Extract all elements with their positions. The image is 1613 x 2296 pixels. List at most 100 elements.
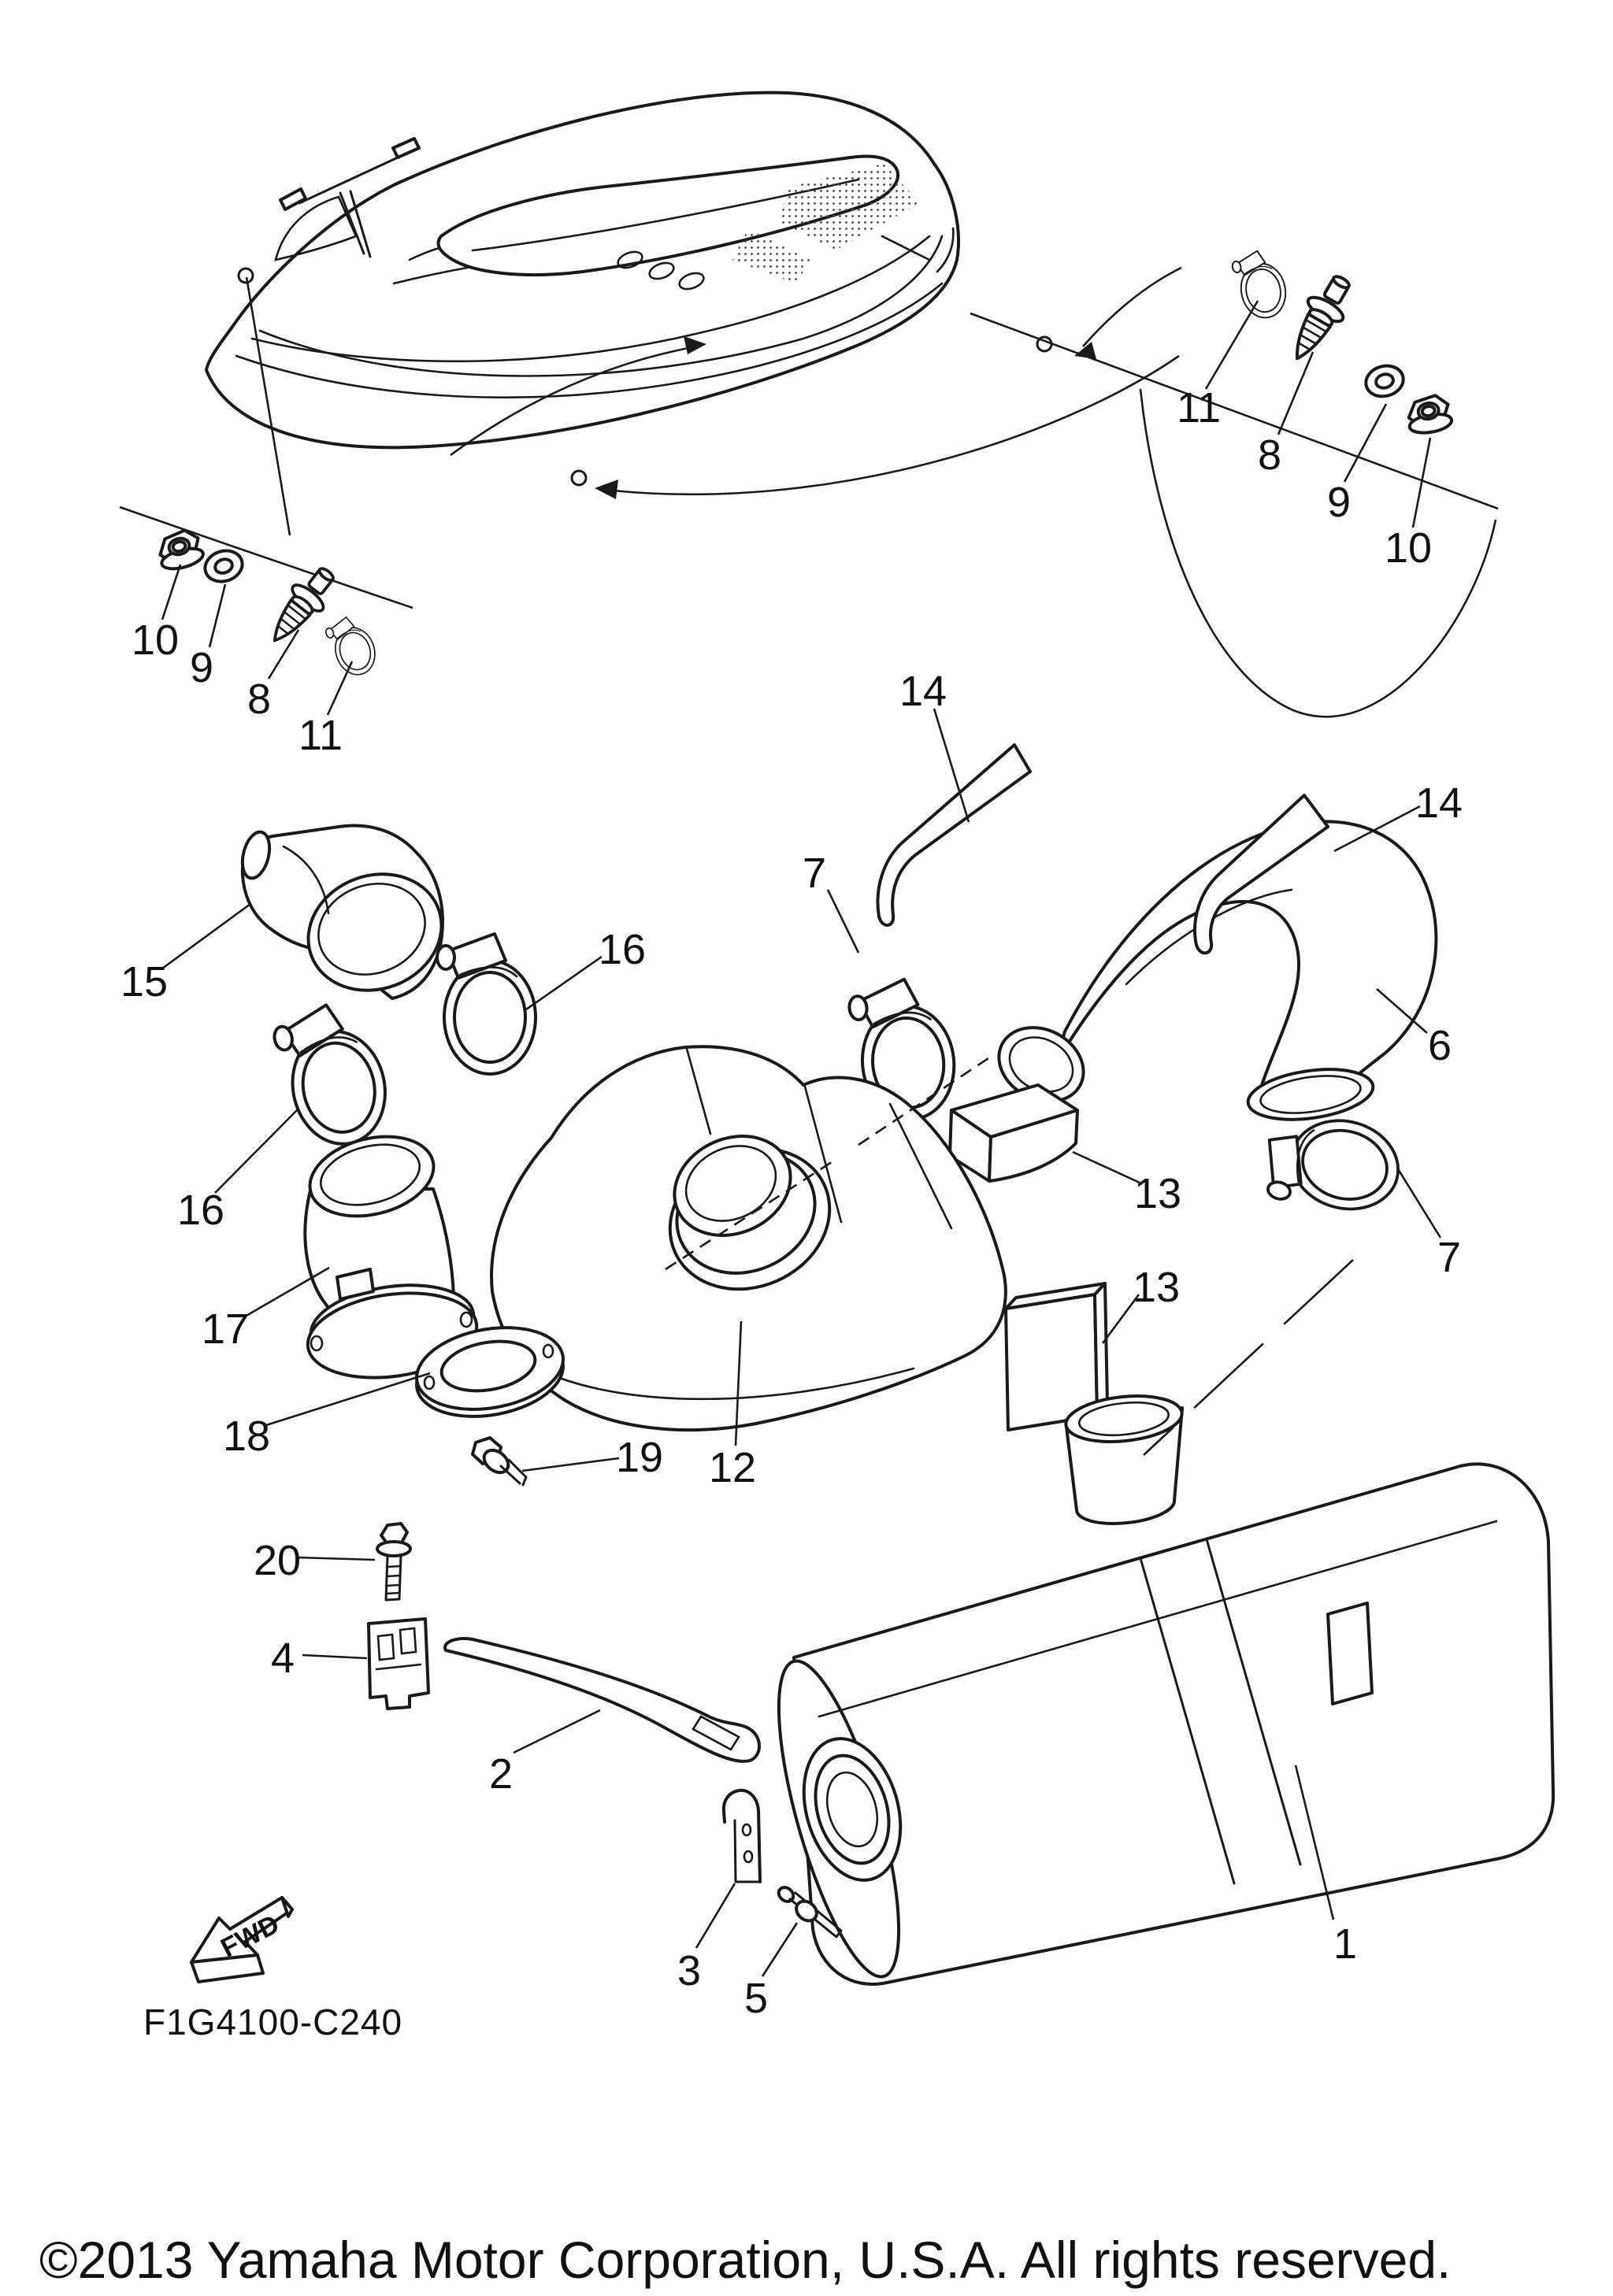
leader-line-14 <box>1333 805 1421 853</box>
callout-label-10: 10 <box>132 617 179 664</box>
hose-clamp-16-left <box>268 994 397 1156</box>
callout-label-7: 7 <box>1437 1234 1461 1281</box>
hook-bracket-3 <box>721 1788 762 1883</box>
callout-label-17: 17 <box>202 1305 249 1353</box>
seal-flap-14-left <box>876 743 1032 927</box>
muffler-strap-2 <box>443 1637 761 1763</box>
leader-line-12 <box>734 1320 743 1446</box>
callout-label-4: 4 <box>271 1635 295 1682</box>
clamp-11-left <box>322 611 382 682</box>
callout-label-14: 14 <box>1415 780 1463 827</box>
reference-arrows <box>119 266 1499 718</box>
leader-line-5 <box>761 1922 799 1977</box>
callout-label-8: 8 <box>1258 431 1281 479</box>
callout-label-11: 11 <box>1177 384 1221 431</box>
leader-line-16 <box>525 955 603 1011</box>
callout-label-7: 7 <box>803 850 826 897</box>
arrowhead-underhull-icon <box>595 480 618 499</box>
drain-fitting-8-right <box>1278 267 1363 370</box>
leader-line-8 <box>1277 351 1315 435</box>
callout-label-16: 16 <box>599 926 646 973</box>
bracket-curve-left-group <box>119 505 413 609</box>
clamp-11-right <box>1229 246 1292 324</box>
gasket-18 <box>415 1326 565 1418</box>
callout-label-18: 18 <box>223 1413 270 1460</box>
bolt-19 <box>471 1436 528 1487</box>
leader-line-15 <box>161 902 251 970</box>
curved-arrow-underhull <box>612 354 1180 496</box>
washer-9-left <box>199 544 248 588</box>
assembly-line-duct-to-port <box>1143 1259 1354 1456</box>
damper-bracket-4 <box>367 1617 430 1710</box>
leader-hull-to-right-group <box>970 312 1499 510</box>
leader-hull-to-left-group <box>245 276 291 536</box>
outlet-duct-6 <box>997 820 1438 1121</box>
callout-label-9: 9 <box>190 644 213 691</box>
pad-13-plate <box>1004 1282 1109 1431</box>
nut-10-right <box>1403 391 1455 438</box>
seal-flap-14-right <box>1193 794 1329 955</box>
leader-line-7 <box>1396 1167 1442 1239</box>
leader-line-2 <box>513 1709 601 1754</box>
leader-line-16 <box>214 1109 298 1194</box>
leader-line-7 <box>826 889 860 954</box>
callout-label-13: 13 <box>1134 1170 1181 1217</box>
arrowhead-left-icon <box>684 336 706 354</box>
jetski-overview <box>205 91 1053 487</box>
leader-line-8 <box>267 629 300 680</box>
hose-clamp-16-right <box>436 932 537 1076</box>
callout-label-14: 14 <box>899 668 947 715</box>
rivet-pin-5 <box>777 1886 843 1939</box>
leader-line-20 <box>296 1556 376 1561</box>
curved-arrow-left <box>450 345 698 457</box>
rubber-elbow-15 <box>240 824 444 1000</box>
leader-line-3 <box>695 1883 736 1949</box>
hull-screw-left <box>237 267 254 284</box>
leader-line-9 <box>208 583 227 648</box>
callout-label-15: 15 <box>121 958 168 1005</box>
callouts-layer: 1234567788991010111112131314141516161718… <box>121 300 1463 2022</box>
callout-label-6: 6 <box>1428 1022 1452 1069</box>
callout-label-13: 13 <box>1133 1264 1180 1311</box>
muffler-outlet <box>802 1737 903 1882</box>
leader-line-13 <box>1072 1150 1140 1184</box>
hull-vent <box>678 272 705 291</box>
left-fastener-group <box>153 525 382 682</box>
callout-label-12: 12 <box>709 1444 756 1491</box>
leader-line-17 <box>244 1266 330 1318</box>
muffler-cover-12 <box>490 1045 1007 1432</box>
leader-line-19 <box>521 1457 620 1472</box>
leader-line-14 <box>933 708 970 823</box>
muffler-1 <box>777 1394 1556 1986</box>
leader-line-10 <box>1411 437 1432 528</box>
callout-label-19: 19 <box>616 1434 663 1481</box>
copyright-line: ©2013 Yamaha Motor Corporation, U.S.A. A… <box>39 2231 1451 2289</box>
diagram-code: F1G4100-C240 <box>143 2002 402 2042</box>
callout-label-11: 11 <box>298 712 343 759</box>
callout-label-2: 2 <box>489 1750 513 1798</box>
hull-screw-bottom <box>570 469 588 487</box>
bracket-curve-right-group <box>1139 388 1497 718</box>
washer-9-right <box>1360 360 1409 402</box>
leader-line-6 <box>1376 988 1428 1034</box>
leader-line-4 <box>302 1653 368 1660</box>
hull-vent <box>648 261 675 280</box>
muffler-tab <box>1326 1602 1374 1705</box>
leader-line-13 <box>1101 1294 1140 1344</box>
callout-label-8: 8 <box>247 676 271 723</box>
callout-label-16: 16 <box>177 1187 224 1234</box>
leader-line-18 <box>265 1372 431 1427</box>
jetski-handlebar <box>274 137 421 261</box>
leader-line-11 <box>1204 300 1259 390</box>
callout-label-20: 20 <box>254 1537 301 1584</box>
callout-label-9: 9 <box>1327 479 1351 526</box>
curved-arrow-stern <box>1082 266 1182 347</box>
leader-line-10 <box>161 564 182 620</box>
seat-halftone <box>780 164 920 250</box>
leader-line-9 <box>1343 403 1388 483</box>
callout-label-10: 10 <box>1385 524 1432 572</box>
right-fastener-group <box>1229 246 1455 438</box>
fwd-direction-arrow: FWD <box>190 1896 294 1983</box>
